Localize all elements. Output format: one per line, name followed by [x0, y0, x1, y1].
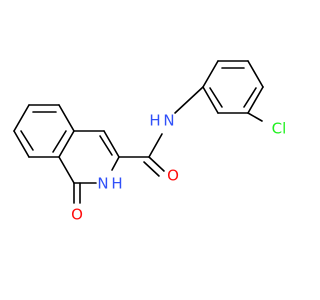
c-cl-bond — [247, 112, 263, 122]
structure-diagram: N H O N H O Cl — [13, 60, 287, 224]
ring1-inner-bond — [243, 87, 257, 108]
n2-c3-bond — [111, 156, 120, 171]
ring1-bond — [247, 86, 264, 114]
nh-amide-label: N — [163, 112, 174, 130]
c4a-c8a-bond — [58, 130, 75, 158]
c7-c8-bond — [13, 130, 30, 158]
aryl-n-bond — [174, 86, 204, 114]
c3-c4-bond — [103, 130, 120, 158]
n-carbonyl-bond — [148, 133, 163, 158]
ring1-bond — [202, 86, 219, 114]
o-amide-label: O — [167, 167, 179, 185]
nh-amide-h-label: H — [149, 112, 160, 130]
nh-ring-h-label: H — [111, 175, 122, 193]
ring1-bond — [202, 60, 219, 88]
c4a-c5-bond — [58, 104, 75, 132]
atom-nh-ring: N H — [97, 175, 122, 193]
c3-c4-inner-bond — [99, 135, 113, 156]
o-ring-label: O — [71, 206, 83, 224]
amide-c-o-bond-2 — [143, 161, 160, 177]
nh-ring-label: N — [97, 175, 108, 193]
c8a-c4a-inner-bond — [52, 130, 67, 153]
atom-nh-amide: N H — [149, 112, 174, 130]
c8a-c1-bond — [58, 156, 75, 184]
ring1-bond — [247, 60, 264, 88]
cl-label: Cl — [272, 120, 287, 138]
ring1-inner-bond — [209, 87, 223, 108]
amide-c-o-bond — [148, 156, 165, 172]
c6-c7-bond — [13, 104, 30, 132]
c7-c8-inner-bond — [20, 130, 34, 151]
